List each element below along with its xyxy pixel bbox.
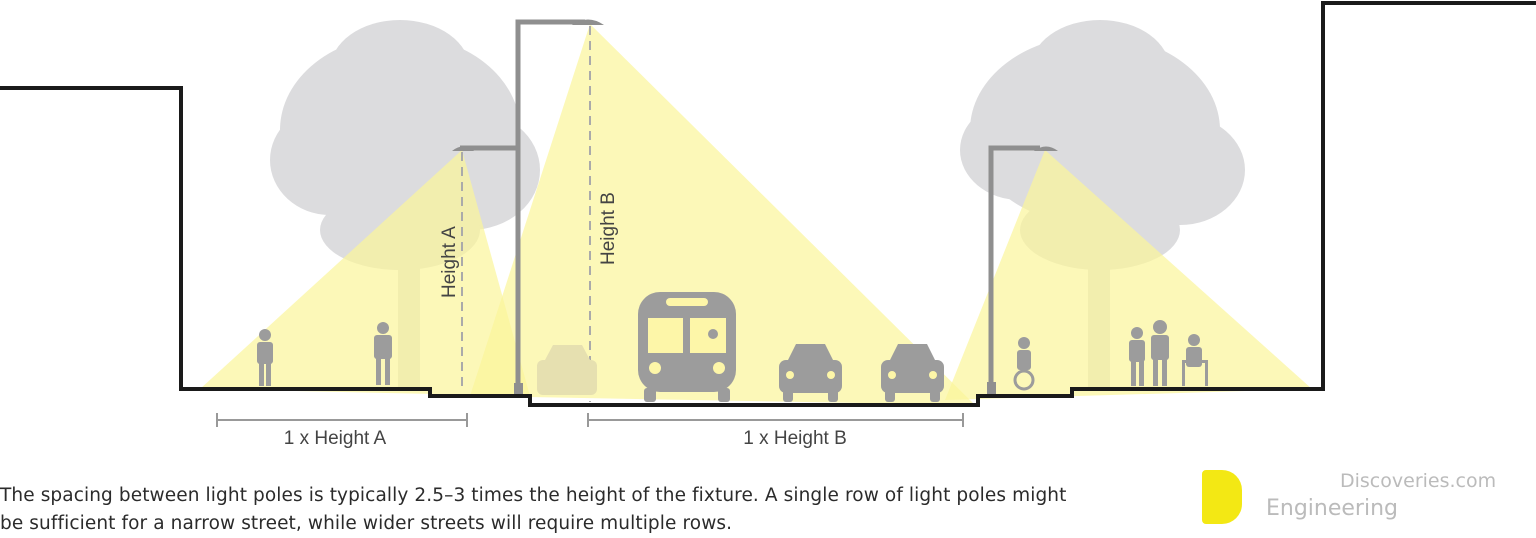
car-faded <box>537 345 597 395</box>
pedestrian-group <box>1129 320 1208 386</box>
dimension-a-label: 1 x Height A <box>284 428 387 449</box>
height-b-label: Height B <box>598 192 619 265</box>
street-section-profile <box>0 1 1536 407</box>
logo-mark-icon <box>1202 470 1242 524</box>
cyclist-figure <box>1013 337 1035 391</box>
light-cone-a <box>200 150 530 396</box>
watermark-line-2: Engineering <box>1266 496 1398 521</box>
dimension-b-label: 1 x Height B <box>743 428 847 449</box>
dimension-b <box>587 413 964 427</box>
car <box>779 344 842 402</box>
light-pole-tall <box>460 19 585 395</box>
light-cone-c <box>945 150 1312 400</box>
bus <box>638 292 736 402</box>
car <box>881 344 944 402</box>
pedestrian-figure <box>257 329 273 386</box>
pedestrian-figure <box>374 322 392 385</box>
light-cone-b <box>470 24 975 405</box>
caption-line-1: The spacing between light poles is typic… <box>0 485 1067 506</box>
luminaire-a <box>452 146 474 151</box>
light-pole-right <box>988 145 1040 392</box>
watermark-line-1: Discoveries.com <box>1340 470 1497 492</box>
caption-line-2: be sufficient for a narrow street, while… <box>0 513 733 534</box>
watermark-logo: Discoveries.com Engineering <box>1200 468 1520 528</box>
luminaire-b <box>572 19 604 25</box>
pole-base <box>514 383 523 395</box>
pole-base <box>987 382 996 394</box>
dimension-a <box>216 413 468 427</box>
caption: The spacing between light poles is typic… <box>0 482 1067 538</box>
luminaire-c <box>1034 146 1058 151</box>
height-a-label: Height A <box>439 226 460 298</box>
